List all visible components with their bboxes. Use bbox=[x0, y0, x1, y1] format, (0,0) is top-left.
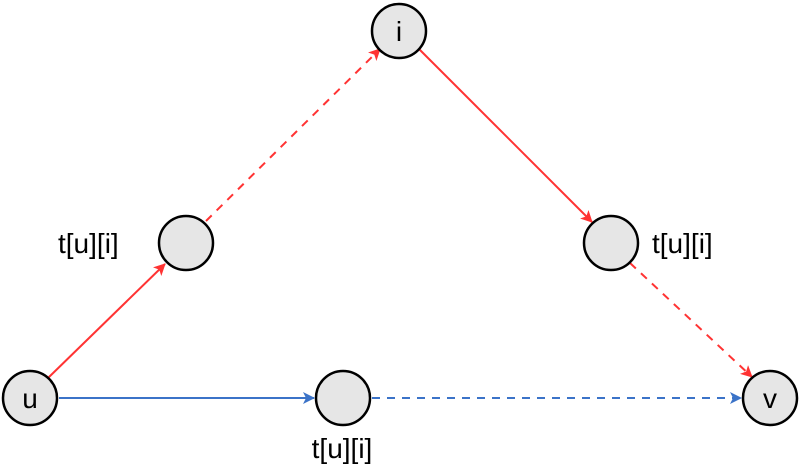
edge-right-mid-to-v bbox=[629, 262, 753, 378]
node-right-mid bbox=[582, 214, 640, 272]
node-i: i bbox=[370, 2, 428, 60]
edge-u-to-left-mid bbox=[47, 263, 166, 379]
node-v-label: v bbox=[763, 383, 777, 414]
label-bottom-mid: t[u][i] bbox=[312, 433, 373, 464]
label-right-mid: t[u][i] bbox=[652, 228, 713, 259]
node-u: u bbox=[1, 369, 59, 427]
edge-left-mid-to-i bbox=[205, 48, 381, 222]
label-left-mid: t[u][i] bbox=[58, 228, 119, 259]
node-left-mid bbox=[157, 214, 215, 272]
node-bottom-mid bbox=[314, 369, 372, 427]
node-i-label: i bbox=[396, 16, 402, 47]
node-v: v bbox=[741, 369, 799, 427]
edge-i-to-right-mid bbox=[418, 48, 593, 223]
node-u-label: u bbox=[22, 383, 38, 414]
